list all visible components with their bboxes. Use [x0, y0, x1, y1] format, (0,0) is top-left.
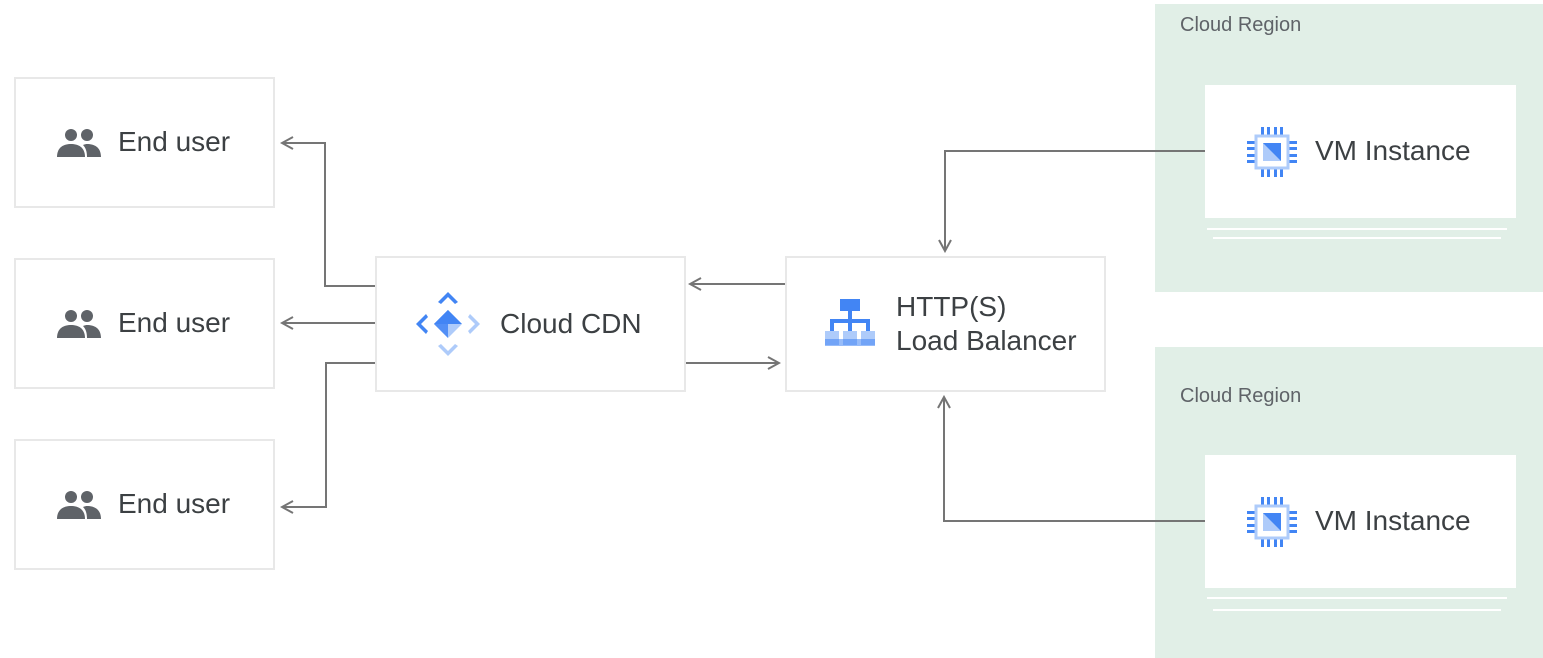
end-user-label: End user — [118, 488, 231, 520]
load-balancer-text: HTTP(S) Load Balancer — [896, 290, 1077, 358]
connector-cdn-to-user-1 — [282, 143, 375, 287]
load-balancer-label-line1: HTTP(S) — [896, 291, 1007, 322]
people-icon — [57, 309, 101, 338]
stack-shadow-line — [1207, 597, 1507, 599]
end-user-label: End user — [118, 126, 231, 158]
connector-vm2-to-lb — [944, 397, 1205, 522]
load-balancer-icon — [825, 299, 875, 346]
cloud-region-label: Cloud Region — [1180, 14, 1302, 36]
vm-instance-label: VM Instance — [1315, 135, 1471, 167]
stack-shadow-line — [1213, 609, 1501, 611]
stack-shadow-line — [1213, 237, 1501, 239]
compute-engine-icon — [1247, 126, 1297, 177]
load-balancer-node: HTTP(S) Load Balancer — [785, 256, 1106, 392]
end-user-node: End user — [14, 439, 275, 570]
compute-engine-icon — [1247, 496, 1297, 547]
end-user-node: End user — [14, 258, 275, 389]
load-balancer-label-line2: Load Balancer — [896, 325, 1077, 356]
end-user-label: End user — [118, 307, 231, 339]
connector-vm1-to-lb — [945, 150, 1205, 251]
people-icon — [57, 128, 101, 157]
cloud-cdn-node: Cloud CDN — [375, 256, 686, 392]
vm-instance-node: VM Instance — [1205, 85, 1516, 218]
stack-shadow-line — [1207, 228, 1507, 230]
vm-instance-node: VM Instance — [1205, 455, 1516, 588]
cloud-region-label: Cloud Region — [1180, 385, 1302, 407]
connector-cdn-to-user-3 — [282, 362, 375, 507]
people-icon — [57, 490, 101, 519]
cloud-cdn-label: Cloud CDN — [500, 307, 642, 339]
end-user-node: End user — [14, 77, 275, 208]
vm-instance-label: VM Instance — [1315, 505, 1471, 537]
cloud-cdn-icon — [416, 292, 480, 356]
